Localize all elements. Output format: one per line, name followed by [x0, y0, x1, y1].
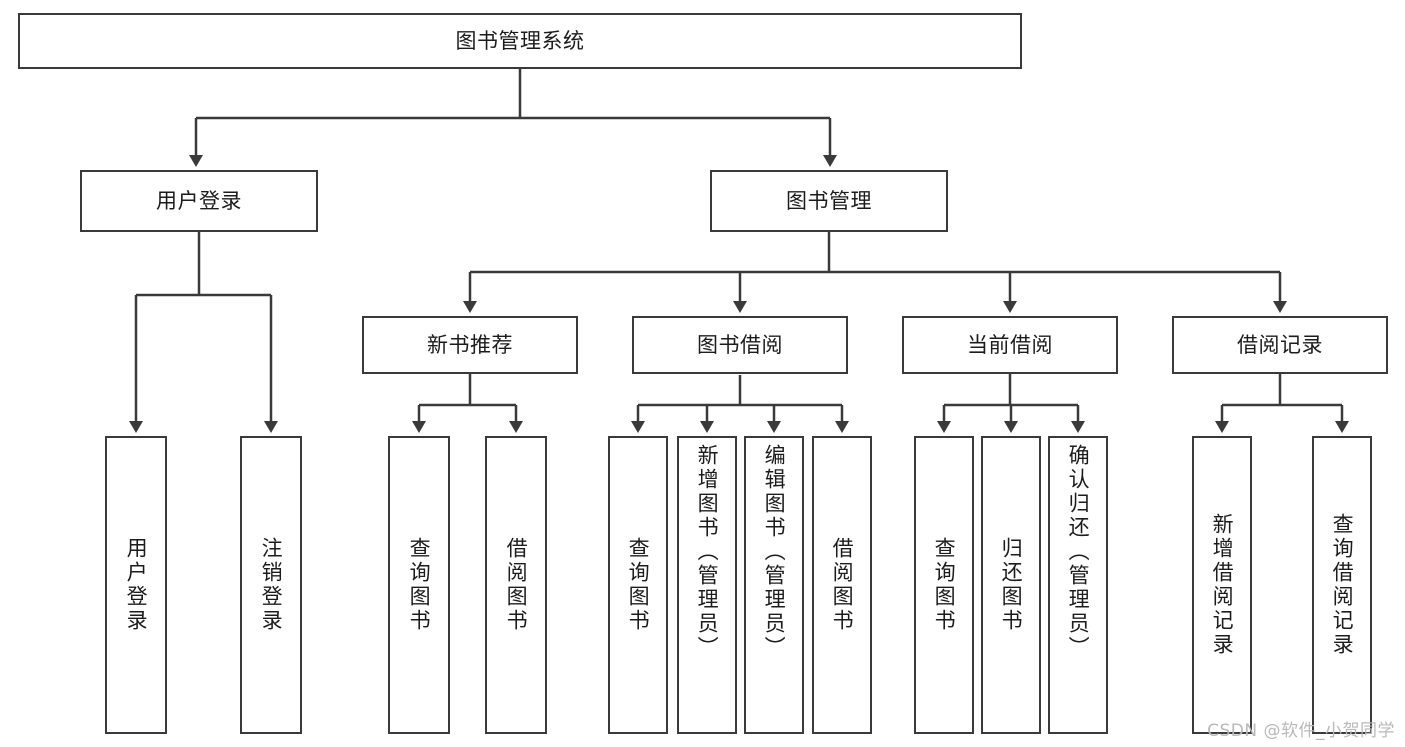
node-leaf-query-book-3[interactable]: 查询图书	[914, 436, 974, 734]
node-leaf-logout-login-label: 注销登录	[259, 537, 284, 633]
node-leaf-borrow-book-1[interactable]: 借阅图书	[485, 436, 547, 734]
node-book-borrow-label: 图书借阅	[697, 332, 783, 357]
node-user-login-label: 用户登录	[156, 188, 242, 213]
node-leaf-borrow-book-1-label: 借阅图书	[504, 537, 529, 633]
node-current-borrow-label: 当前借阅	[967, 332, 1053, 357]
node-borrow-record-label: 借阅记录	[1237, 332, 1323, 357]
node-leaf-query-borrow-record-label: 查询借阅记录	[1330, 513, 1355, 657]
node-leaf-edit-book-label: 编辑图书（管理员）	[762, 444, 787, 660]
node-leaf-query-borrow-record[interactable]: 查询借阅记录	[1312, 436, 1372, 734]
node-leaf-borrow-book-2[interactable]: 借阅图书	[812, 436, 872, 734]
node-book-borrow[interactable]: 图书借阅	[632, 316, 848, 374]
node-current-borrow[interactable]: 当前借阅	[902, 316, 1118, 374]
node-leaf-return-book-label: 归还图书	[999, 537, 1024, 633]
node-leaf-query-book-2-label: 查询图书	[626, 537, 651, 633]
node-new-book-recommend-label: 新书推荐	[427, 332, 513, 357]
node-leaf-user-login[interactable]: 用户登录	[105, 436, 167, 734]
node-leaf-confirm-return[interactable]: 确认归还（管理员）	[1048, 436, 1108, 734]
node-leaf-query-book-1-label: 查询图书	[407, 537, 432, 633]
node-borrow-record[interactable]: 借阅记录	[1172, 316, 1388, 374]
node-leaf-return-book[interactable]: 归还图书	[981, 436, 1041, 734]
node-leaf-add-borrow-record-label: 新增借阅记录	[1210, 513, 1235, 657]
node-leaf-add-book-label: 新增图书（管理员）	[695, 444, 720, 660]
node-leaf-confirm-return-label: 确认归还（管理员）	[1066, 444, 1091, 660]
node-leaf-query-book-1[interactable]: 查询图书	[388, 436, 450, 734]
node-root-label: 图书管理系统	[455, 28, 585, 53]
node-book-management-label: 图书管理	[786, 188, 872, 213]
node-leaf-query-book-2[interactable]: 查询图书	[608, 436, 668, 734]
node-leaf-borrow-book-2-label: 借阅图书	[830, 537, 855, 633]
node-leaf-user-login-label: 用户登录	[124, 537, 149, 633]
node-leaf-query-book-3-label: 查询图书	[932, 537, 957, 633]
node-leaf-logout-login[interactable]: 注销登录	[240, 436, 302, 734]
node-book-management[interactable]: 图书管理	[710, 170, 948, 232]
node-user-login[interactable]: 用户登录	[80, 170, 318, 232]
node-leaf-add-borrow-record[interactable]: 新增借阅记录	[1192, 436, 1252, 734]
node-root[interactable]: 图书管理系统	[18, 13, 1022, 69]
watermark-text: CSDN @软件_小贺同学	[1207, 721, 1395, 741]
node-leaf-add-book[interactable]: 新增图书（管理员）	[677, 436, 737, 734]
node-new-book-recommend[interactable]: 新书推荐	[362, 316, 578, 374]
node-leaf-edit-book[interactable]: 编辑图书（管理员）	[744, 436, 804, 734]
